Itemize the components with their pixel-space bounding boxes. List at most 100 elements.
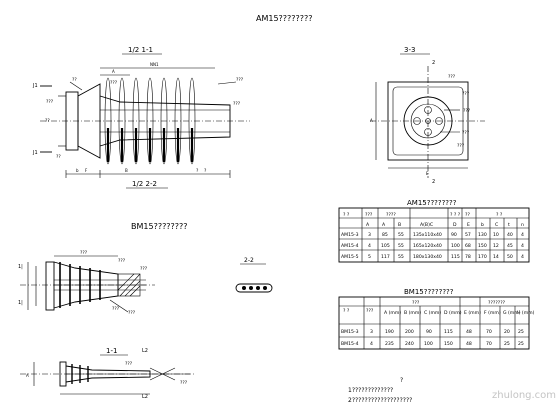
svg-text:BM15-3: BM15-3 [341, 329, 359, 335]
section-label-2-2-bm: 2-2 [244, 257, 254, 264]
svg-text:3: 3 [368, 232, 371, 238]
note-line-1: 1????????????? [348, 387, 393, 394]
sheet-title: AM15???????? [256, 14, 313, 23]
section-label-1-1-bm: 1-1 [106, 347, 117, 355]
svg-text:1|: 1| [18, 264, 23, 270]
note-33-1: 2 [432, 60, 435, 66]
note-a6: ??? [236, 77, 244, 83]
svg-text:10: 10 [493, 232, 499, 238]
note-33-3: ??? [448, 74, 456, 80]
svg-text:D (mm): D (mm) [444, 310, 462, 316]
svg-text:25: 25 [504, 341, 510, 347]
note-a4: ?? [56, 154, 61, 160]
svg-text:b: b [481, 222, 484, 228]
svg-text:t: t [508, 222, 510, 228]
svg-text:A: A [382, 222, 386, 228]
svg-text:1|: 1| [18, 300, 23, 306]
svg-text:150: 150 [444, 341, 453, 347]
svg-text:40: 40 [507, 232, 513, 238]
svg-text:170: 170 [478, 254, 487, 260]
bm-note-6: ??? [125, 361, 133, 367]
note-a9: ? [204, 168, 207, 174]
svg-text:E (mm): E (mm) [464, 310, 481, 316]
bm-note-4: ??? [112, 306, 120, 312]
note-33-2: 2 [432, 179, 435, 185]
watermark: zhulong.com [492, 390, 556, 401]
bm-note-1: ??? [80, 250, 88, 256]
note-a2: ??? [46, 99, 54, 105]
bm-h-holes: ??? [366, 308, 374, 314]
svg-text:100: 100 [424, 341, 433, 347]
svg-text:AM15-3: AM15-3 [341, 232, 359, 238]
svg-text:115: 115 [451, 254, 460, 260]
svg-text:4: 4 [370, 341, 373, 347]
svg-text:55: 55 [398, 243, 404, 249]
svg-text:57: 57 [465, 232, 471, 238]
bm-table-title: BM15???????? [404, 288, 454, 296]
svg-text:D: D [453, 222, 457, 228]
svg-text:G (mm): G (mm) [503, 310, 521, 316]
bm-dim-l2-bottom: L2 [142, 394, 148, 400]
bm-note-5: ??? [128, 310, 136, 316]
am-h-bore: ?? [465, 212, 470, 218]
svg-text:90: 90 [451, 232, 457, 238]
svg-text:B (mm): B (mm) [404, 310, 421, 316]
svg-text:B: B [398, 222, 401, 228]
svg-text:200: 200 [405, 329, 414, 335]
svg-text:25: 25 [518, 329, 524, 335]
svg-text:12: 12 [493, 243, 499, 249]
note-a3: ?? [45, 118, 50, 124]
svg-text:3: 3 [370, 329, 373, 335]
note-33-7: ??? [457, 143, 465, 149]
svg-text:n: n [521, 223, 524, 228]
svg-text:4: 4 [521, 254, 524, 260]
am-table-title: AM15???????? [407, 199, 457, 207]
note-a1: ?? [72, 77, 77, 83]
svg-text:A (mm): A (mm) [384, 310, 401, 316]
svg-text:115: 115 [444, 329, 453, 335]
svg-text:130: 130 [478, 232, 487, 238]
am-h-model: ? ? [343, 212, 350, 218]
am-row-1: AM15-3 3 85 55 135x110x40 90 57 130 10 4… [341, 232, 524, 238]
svg-text:45: 45 [507, 243, 513, 249]
am-h-spiral: ? ? [496, 212, 503, 218]
bm-h-model: ? ? [343, 308, 350, 314]
svg-text:78: 78 [465, 254, 471, 260]
svg-text:55: 55 [398, 232, 404, 238]
dim-nn1: NN1 [150, 62, 159, 67]
bm-h-size: ??? [412, 300, 420, 306]
am-row-3: AM15-5 5 117 55 180x130x40 115 78 170 14… [341, 254, 524, 260]
bm-section-1-1: 1-1 A L2 L2 ??? ??? [20, 347, 195, 400]
svg-text:70: 70 [486, 341, 492, 347]
bm-row-1: BM15-3 3 190 200 90 115 48 70 20 25 [341, 329, 524, 335]
svg-text:48: 48 [466, 329, 472, 335]
note-a7: ??? [233, 101, 241, 107]
svg-text:14: 14 [493, 254, 499, 260]
svg-text:F (mm): F (mm) [484, 310, 501, 316]
am15-table: AM15???????? ? ? ??? ???? ? ? ? ?? ? ? A… [338, 199, 530, 263]
svg-text:J1: J1 [32, 150, 38, 156]
svg-text:4: 4 [368, 243, 371, 249]
svg-text:E: E [467, 222, 470, 228]
spiral-rebar [104, 77, 196, 165]
dim-33-e: E [426, 171, 429, 176]
bm15-table: BM15???????? ? ? ??? ??? ??????? A (mm) … [338, 288, 535, 350]
bm-note-2: ??? [118, 258, 126, 264]
section-label-1-1: 1/2 1-1 [128, 46, 153, 54]
section-3-3: 3-3 2 2 A E ??? ??? ??? ??? ??? [370, 46, 485, 185]
am-h-holes: ??? [365, 212, 373, 218]
note-33-5: ??? [463, 108, 471, 114]
svg-text:C: C [495, 222, 498, 228]
bm-dim-a: A [26, 373, 29, 378]
notes-heading: ? [400, 377, 403, 384]
svg-text:55: 55 [398, 254, 404, 260]
bearing-plate [387, 81, 469, 161]
svg-text:A(B)C: A(B)C [420, 222, 433, 228]
note-line-2: 2??????????????????? [348, 397, 412, 404]
notes-block: ? 1????????????? 2??????????????????? [348, 377, 412, 404]
am-h-size: ???? [386, 212, 396, 218]
svg-text:48: 48 [466, 341, 472, 347]
dim-33-a: A [370, 118, 373, 123]
svg-text:b: b [76, 168, 79, 173]
